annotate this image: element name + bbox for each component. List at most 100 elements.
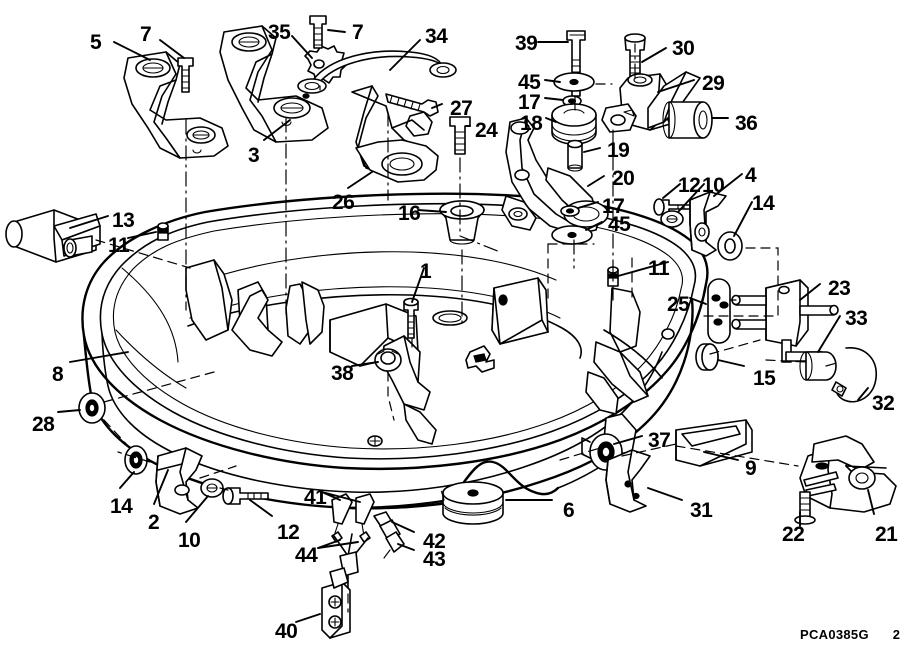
callout-number-12: 12 xyxy=(678,174,701,197)
callout-number-2: 2 xyxy=(148,511,160,534)
callout-number-25: 25 xyxy=(667,293,690,316)
part-11-pin-left xyxy=(157,222,169,241)
callout-number-16: 16 xyxy=(398,202,421,225)
callout-number-26: 26 xyxy=(332,191,355,214)
callout-number-41: 41 xyxy=(304,486,327,509)
part-19-spacer-sleeve xyxy=(567,139,583,172)
callout-number-8: 8 xyxy=(52,363,64,386)
callout-number-33: 33 xyxy=(845,307,868,330)
part-18-rubber-mount xyxy=(551,103,597,145)
part-7-screw-center xyxy=(309,15,327,49)
callout-number-30: 30 xyxy=(672,37,695,60)
callout-number-4: 4 xyxy=(745,164,757,187)
part-39-long-bolt xyxy=(566,30,586,97)
callout-number-19: 19 xyxy=(607,139,630,162)
part-38-nut xyxy=(374,348,402,372)
part-14-grommet-lower xyxy=(124,445,148,475)
part-24-bolt xyxy=(449,116,471,155)
date-code: 2-98 xyxy=(892,627,900,642)
callout-number-28: 28 xyxy=(32,413,55,436)
part-3-right-mount-bracket xyxy=(219,25,329,143)
part-1-cover-screw xyxy=(403,297,419,339)
part-12-screw-upper xyxy=(653,198,696,216)
drawing-code-footer: PCA0385G 2-98 xyxy=(800,627,900,642)
part-6-rubber-mount-pad xyxy=(442,481,504,525)
callout-number-13: 13 xyxy=(112,209,135,232)
part-28-bushing xyxy=(78,392,106,424)
callout-number-44: 44 xyxy=(295,544,318,567)
drawing-number: PCA0385G xyxy=(800,627,869,642)
callout-number-15: 15 xyxy=(753,367,776,390)
leader-lines xyxy=(57,29,875,623)
callout-number-38: 38 xyxy=(331,362,354,385)
callout-number-20: 20 xyxy=(612,167,635,190)
part-13-latch-handle xyxy=(5,209,101,263)
callout-number-35: 35 xyxy=(268,21,291,44)
callout-number-32: 32 xyxy=(872,392,895,415)
part-23-connector-block xyxy=(731,279,839,363)
part-4-latch-hook-bracket xyxy=(689,191,727,257)
callout-number-45: 45 xyxy=(518,71,541,94)
callout-number-10: 10 xyxy=(702,174,725,197)
callout-number-18: 18 xyxy=(520,112,543,135)
part-10-washer-upper xyxy=(660,210,684,228)
part-32-cable-tie xyxy=(831,347,877,403)
callout-number-9: 9 xyxy=(745,457,757,480)
callout-number-5: 5 xyxy=(90,31,102,54)
part-20-lower-mount-arm xyxy=(501,117,609,235)
body-boss-marks xyxy=(367,328,675,447)
callout-number-45: 45 xyxy=(608,213,631,236)
part-31-rear-latch-hook xyxy=(605,449,651,513)
callout-number-14: 14 xyxy=(752,192,775,215)
callout-number-21: 21 xyxy=(875,523,898,546)
callout-number-29: 29 xyxy=(702,72,725,95)
callout-number-43: 43 xyxy=(423,548,446,571)
callout-number-23: 23 xyxy=(828,277,851,300)
part-26-front-support-bracket xyxy=(351,85,439,183)
callout-number-27: 27 xyxy=(450,97,473,120)
callout-number-14: 14 xyxy=(110,495,133,518)
part-25-mounting-plate xyxy=(707,278,731,344)
part-2-latch-hook-lower xyxy=(155,447,203,515)
callout-number-31: 31 xyxy=(690,499,713,522)
callout-number-36: 36 xyxy=(735,112,758,135)
callout-number-12: 12 xyxy=(277,521,300,544)
callout-number-11: 11 xyxy=(108,234,130,257)
part-17-small-washer-lower xyxy=(560,205,580,217)
callout-number-6: 6 xyxy=(563,499,575,522)
callout-number-17: 17 xyxy=(518,91,541,114)
part-36-bushing xyxy=(662,101,713,139)
part-41-terminals xyxy=(331,493,375,543)
callout-number-3: 3 xyxy=(248,144,260,167)
part-27-hex-screw xyxy=(385,93,439,117)
callout-number-37: 37 xyxy=(648,429,671,452)
part-14-grommet-upper xyxy=(717,231,743,261)
part-34-ground-strap xyxy=(297,50,457,94)
part-35-star-washer xyxy=(304,45,347,84)
callout-number-22: 22 xyxy=(782,523,805,546)
callout-number-17: 17 xyxy=(602,195,625,218)
callout-number-34: 34 xyxy=(425,25,448,48)
part-40-terminal-block xyxy=(321,567,351,639)
part-9-latch-grip xyxy=(675,419,753,467)
part-15-plug xyxy=(695,343,719,371)
callout-number-10: 10 xyxy=(178,529,201,552)
part-29-rear-bracket xyxy=(601,71,701,133)
part-33-retaining-cap xyxy=(799,351,837,381)
callout-number-24: 24 xyxy=(475,119,498,142)
callout-number-11: 11 xyxy=(648,257,670,280)
callout-number-42: 42 xyxy=(423,530,446,553)
callout-number-7: 7 xyxy=(140,23,152,46)
part-16-rubber-grommet xyxy=(439,200,485,245)
part-7-screw-left xyxy=(177,57,194,93)
lower-motor-cover-body xyxy=(81,192,709,510)
part-22-screw xyxy=(794,491,816,525)
callout-number-39: 39 xyxy=(515,32,538,55)
callout-number-7: 7 xyxy=(352,21,364,44)
part-10-washer-lower xyxy=(200,478,224,498)
part-43-connector-pin xyxy=(383,531,405,559)
part-21-release-lever xyxy=(799,435,897,513)
assembly-centerlines xyxy=(95,43,841,613)
